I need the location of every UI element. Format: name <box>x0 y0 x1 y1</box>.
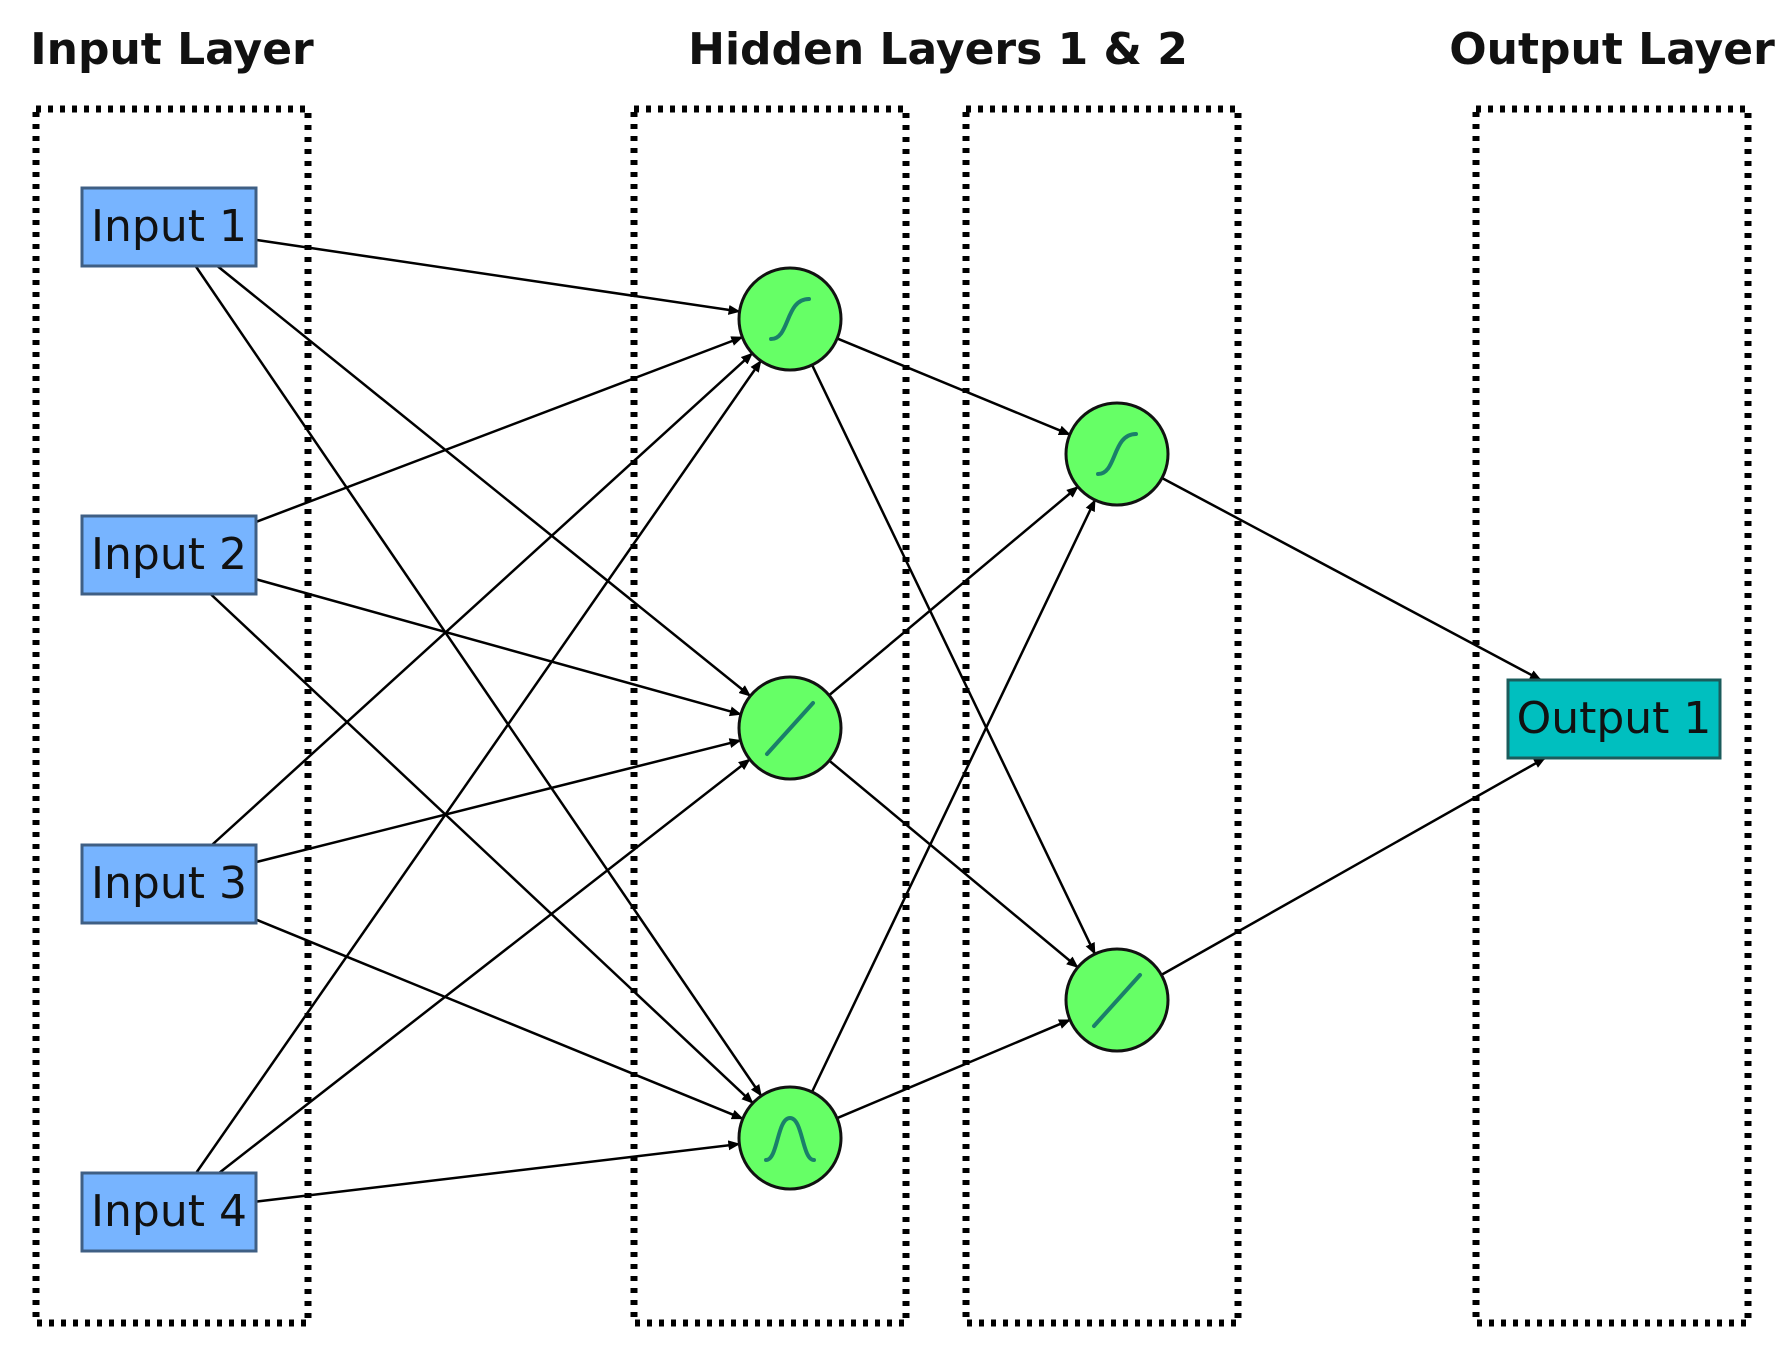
edge-in3-h1a <box>211 352 754 846</box>
edge-in3-h1c <box>255 918 744 1120</box>
edge-h1c-h2a <box>810 499 1097 1093</box>
output-layer-title: Output Layer <box>1449 24 1775 75</box>
edge-in2-h1b <box>255 578 742 717</box>
hidden-2-neuron-2 <box>1064 947 1170 1053</box>
edge-in4-h1b <box>218 758 751 1174</box>
hidden-layers-title: Hidden Layers 1 & 2 <box>688 24 1188 75</box>
edge-in1-h1a <box>255 238 741 315</box>
edge-h2b-out1 <box>1160 756 1546 976</box>
input-layer-title: Input Layer <box>30 24 314 75</box>
output-layer-box <box>1472 105 1752 1327</box>
edge-in4-h1c <box>255 1140 741 1203</box>
hidden-1-neuron-2 <box>737 675 843 781</box>
sigmoid-icon <box>1096 432 1138 476</box>
input-node-1: Input 1 <box>80 186 258 268</box>
edge-h1c-h2b <box>836 1018 1071 1120</box>
linear-icon <box>765 701 815 756</box>
hidden-1-neuron-3 <box>737 1085 843 1191</box>
edge-h1b-h2b <box>828 759 1079 969</box>
edge-in2-h1a <box>255 335 744 524</box>
edge-in1-h1c <box>194 265 763 1097</box>
output-node-1: Output 1 <box>1506 678 1722 760</box>
edge-in2-h1c <box>209 593 754 1105</box>
hidden-layer-2-box <box>962 105 1242 1327</box>
edge-h1a-h2a <box>836 337 1071 436</box>
hidden-1-neuron-1 <box>737 266 843 372</box>
input-node-3: Input 3 <box>80 843 258 925</box>
edge-h1a-h2b <box>810 364 1097 955</box>
hidden-layer-1-box <box>630 105 910 1327</box>
output-node-1-label: Output 1 <box>1517 693 1712 744</box>
input-node-3-label: Input 3 <box>91 858 247 909</box>
edge-h1b-h2a <box>828 485 1079 697</box>
input-node-1-label: Input 1 <box>91 201 247 252</box>
input-layer-box <box>32 105 312 1327</box>
edge-in3-h1b <box>255 738 742 864</box>
input-node-2: Input 2 <box>80 514 258 596</box>
input-node-4-label: Input 4 <box>91 1186 247 1237</box>
edge-in4-h1a <box>195 360 762 1174</box>
input-node-2-label: Input 2 <box>91 529 247 580</box>
edge-h2a-out1 <box>1161 476 1542 682</box>
gaussian-icon <box>764 1116 816 1162</box>
connections <box>194 238 1546 1203</box>
sigmoid-icon <box>769 297 811 341</box>
linear-icon <box>1092 973 1142 1028</box>
input-node-4: Input 4 <box>80 1171 258 1253</box>
edge-in1-h1b <box>216 265 752 697</box>
hidden-2-neuron-1 <box>1064 401 1170 507</box>
